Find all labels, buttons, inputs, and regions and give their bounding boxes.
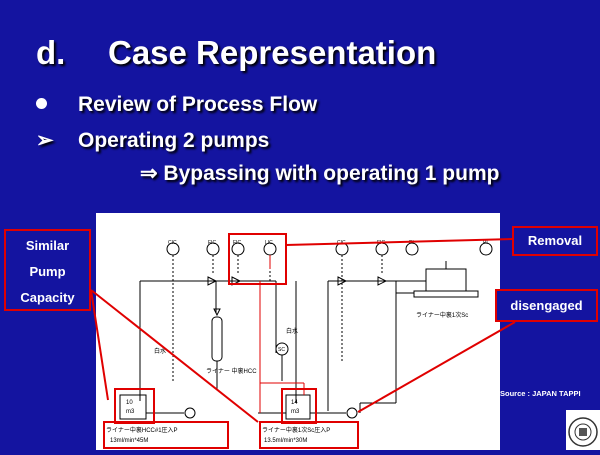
bullet-review: Review of Process Flow <box>36 93 317 117</box>
callout-removal: Removal <box>512 226 598 256</box>
label-fic-3: FIC <box>377 240 385 246</box>
bullet-review-text: Review of Process Flow <box>78 93 318 116</box>
similar-line3: Capacity <box>20 290 75 305</box>
arrow-bullet-icon: ➢ <box>36 129 54 152</box>
pump1-highlight <box>103 421 229 449</box>
section-letter: d. <box>36 34 66 71</box>
bullet-operating: ➢ Operating 2 pumps <box>36 128 269 153</box>
label-white-water-a: 白水 <box>154 347 166 355</box>
callout-disengaged: disengaged <box>495 289 598 322</box>
tank2-highlight <box>281 388 317 424</box>
tank2-unit: m3 <box>291 409 300 415</box>
similar-line1: Similar <box>25 238 70 253</box>
pump2-spec: 13.5ml/min*30M <box>264 438 307 444</box>
label-cic-1: CIC <box>168 240 177 246</box>
process-flow-svg: CIC FIC FIC LIC CIC FIC PI PI SC 10 m3 1… <box>103 240 493 449</box>
label-lic: LIC <box>265 240 273 246</box>
process-flow-diagram: CIC FIC FIC LIC CIC FIC PI PI SC 10 m3 1… <box>96 213 500 450</box>
label-pi-2: PI <box>483 240 488 246</box>
tappi-seal-logo <box>566 410 600 450</box>
seal-icon <box>568 417 598 447</box>
bullet-dot-icon <box>36 93 78 117</box>
label-liner-sc: ライナー中裏1次Sc <box>416 311 468 319</box>
tank1-volume: 10 <box>126 400 133 406</box>
label-fic-1: FIC <box>208 240 216 246</box>
source-note: Source : JAPAN TAPPI <box>500 389 581 398</box>
label-pi-1: PI <box>409 240 414 246</box>
bullet-bypassing: ⇒ Bypassing with operating 1 pump <box>140 162 500 185</box>
tank2-volume: 14 <box>291 400 298 406</box>
pump1-name: ライナー中裏HCC#1圧入P <box>106 426 178 434</box>
label-white-water-b: 白水 <box>286 327 298 335</box>
tank1-unit: m3 <box>126 409 135 415</box>
pump2-highlight <box>259 421 359 449</box>
title-text: Case Representation <box>108 34 437 71</box>
label-sc: SC <box>278 347 285 353</box>
slide-title: d. Case Representation <box>36 34 436 72</box>
label-cic-2: CIC <box>337 240 346 246</box>
label-hcc: ライナー 中裏HCC <box>206 367 257 375</box>
pump2-name: ライナー中裏1次Sc圧入P <box>262 426 330 434</box>
bullet-operating-text: Operating 2 pumps <box>78 129 270 152</box>
similar-line2: Pump <box>29 264 66 279</box>
label-fic-2: FIC <box>233 240 241 246</box>
tank1-highlight <box>114 388 155 424</box>
callout-similar-capacity: Similar Pump Capacity <box>4 229 91 311</box>
pump1-spec: 13ml/min*45M <box>110 438 148 444</box>
